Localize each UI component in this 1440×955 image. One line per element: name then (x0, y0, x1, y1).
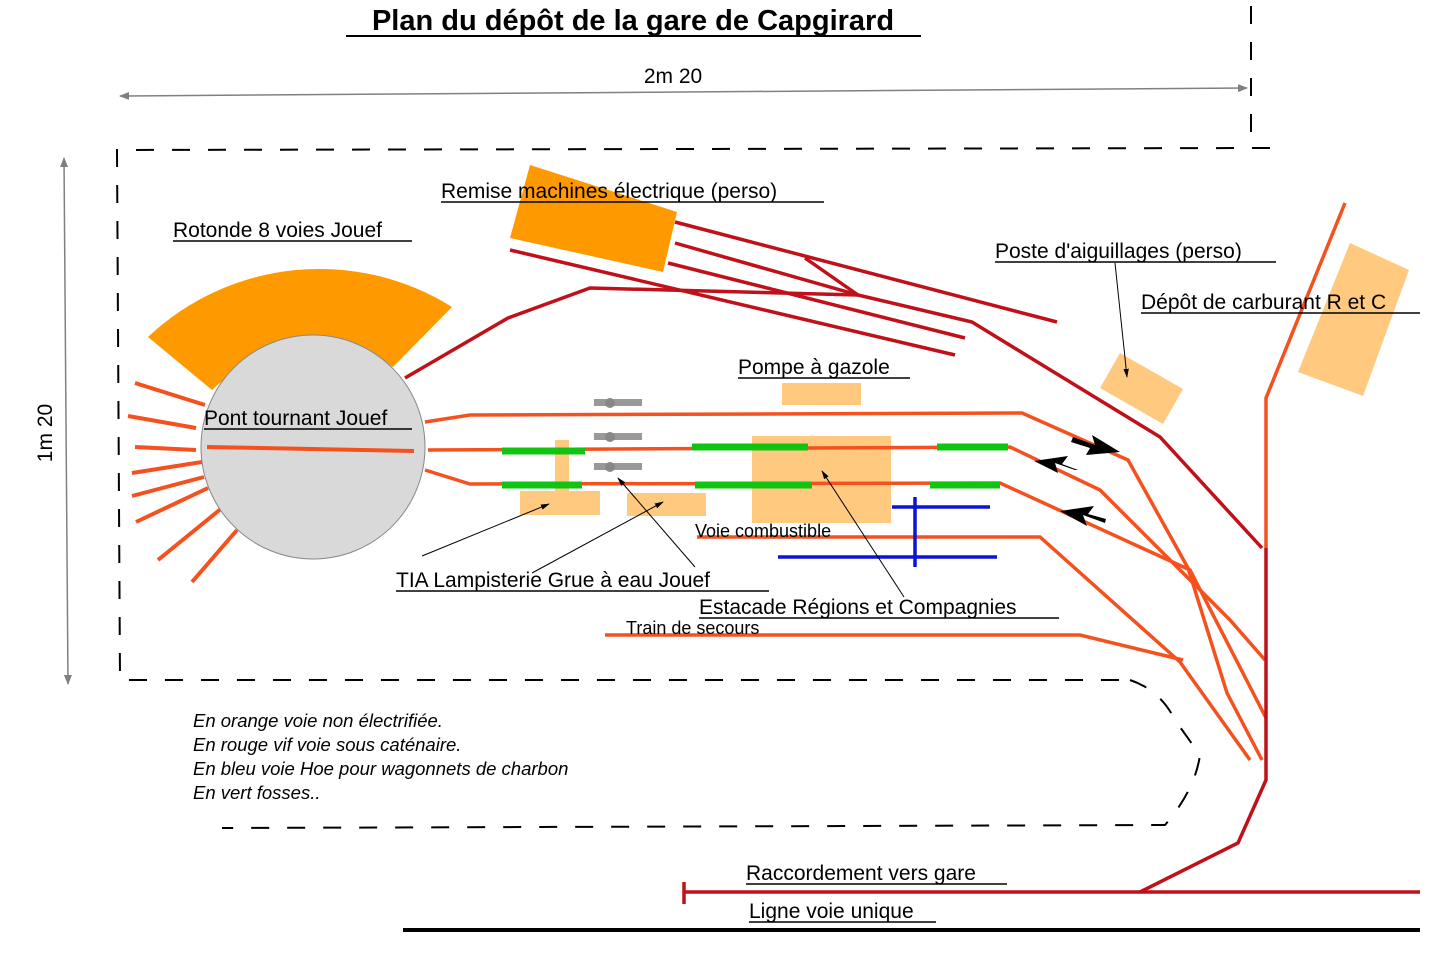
track (857, 293, 1264, 550)
height-dimension-label: 1m 20 (34, 404, 57, 462)
direction-arrow-left (1034, 456, 1078, 473)
water-cranes (594, 398, 642, 472)
label-rotonde: Rotonde 8 voies Jouef (173, 219, 382, 242)
label-raccordement: Raccordement vers gare (746, 862, 976, 885)
direction-arrow-right (1071, 435, 1120, 455)
rotonde-track (134, 381, 206, 407)
rotonde-track (131, 475, 205, 498)
label-pompe-gazole: Pompe à gazole (738, 356, 890, 379)
track (509, 248, 956, 357)
poste-aiguillages-building (1100, 353, 1183, 424)
non-electrified-tracks (424, 202, 1347, 762)
label-train-secours: Train de secours (626, 618, 759, 638)
legend-item-blue: En bleu voie Hoe pour wagonnets de charb… (193, 758, 568, 779)
track (1139, 548, 1268, 894)
rotonde-track (135, 486, 209, 524)
rotonde-track (127, 414, 197, 430)
depot-carburant-building (1298, 243, 1409, 396)
leader-line-estacade (821, 470, 905, 598)
rotonde-track (131, 460, 203, 475)
track (674, 241, 859, 297)
leader-line-grue (617, 477, 696, 568)
track (404, 286, 859, 380)
label-estacade: Estacade Régions et Compagnies (699, 596, 1017, 619)
height-dimension-arrow (60, 157, 72, 685)
rotonde-building (148, 268, 452, 390)
tia-building (520, 491, 600, 515)
label-pont-tournant: Pont tournant Jouef (204, 407, 387, 430)
legend-item-orange: En orange voie non électrifiée. (193, 710, 443, 731)
turntable-bridge-track (206, 445, 415, 453)
pits (502, 443, 1008, 489)
label-tia-lampisterie-grue: TIA Lampisterie Grue à eau Jouef (396, 569, 710, 592)
width-dimension-label: 2m 20 (644, 65, 702, 88)
track (667, 261, 966, 340)
labels: Rotonde 8 voies Jouef Remise machines él… (173, 180, 1420, 923)
label-remise: Remise machines électrique (perso) (441, 180, 777, 203)
turntable (200, 334, 426, 560)
direction-arrow-left (1060, 506, 1106, 526)
rotonde-track (134, 445, 197, 452)
lampisterie-building (627, 493, 706, 516)
label-ligne-voie-unique: Ligne voie unique (749, 900, 914, 923)
leader-line-lampisterie (531, 501, 664, 574)
track (674, 220, 1058, 324)
track (605, 633, 1184, 662)
catenary-main-tracks (682, 548, 1420, 904)
hoe-tracks (778, 497, 997, 567)
rotonde-track (156, 506, 224, 562)
direction-arrows (1034, 435, 1120, 526)
leader-lines (421, 262, 1129, 598)
remise-building (510, 165, 677, 272)
catenary-tracks-remise (404, 220, 1264, 550)
label-voie-combustible: Voie combustible (695, 521, 831, 541)
pompe-gazole-building (782, 383, 861, 405)
track (424, 411, 1264, 761)
layout-boundary (115, 6, 1271, 829)
legend: En orange voie non électrifiée. En rouge… (193, 710, 568, 803)
rotonde-tracks (127, 381, 239, 584)
track (803, 256, 860, 297)
legend-item-green: En vert fosses.. (193, 782, 321, 803)
leader-line-poste (1114, 262, 1129, 378)
page-title: Plan du dépôt de la gare de Capgirard (372, 5, 894, 37)
leader-line-tia (421, 503, 550, 557)
rotonde-track (190, 528, 239, 584)
width-dimension-arrow (119, 84, 1248, 100)
track (697, 535, 1252, 762)
track (427, 445, 1267, 662)
label-poste-aiguillages: Poste d'aiguillages (perso) (995, 240, 1242, 263)
label-depot-carburant: Dépôt de carburant R et C (1141, 291, 1386, 314)
legend-item-red: En rouge vif voie sous caténaire. (193, 734, 461, 755)
track (1264, 202, 1347, 548)
